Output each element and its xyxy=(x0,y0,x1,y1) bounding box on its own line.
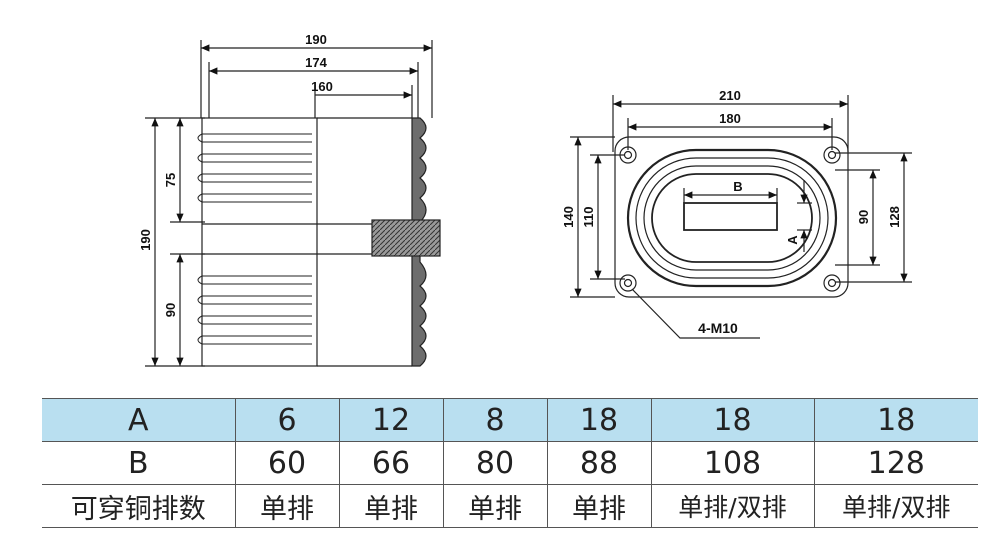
technical-drawing: 190 174 160 190 75 90 xyxy=(138,32,912,367)
table-cell: 18 xyxy=(813,398,978,442)
side-view xyxy=(145,40,441,367)
table-cell: 60 xyxy=(234,441,339,485)
spec-table: A 6 12 8 18 18 18 B 60 66 80 88 108 128 … xyxy=(42,398,978,528)
table-cell: 单排/双排 xyxy=(650,484,814,528)
table-cell: 128 xyxy=(813,441,978,485)
table-cell: 单排 xyxy=(338,484,443,528)
row-header-b: B xyxy=(42,441,235,485)
row-header-busbar-count: 可穿铜排数 xyxy=(42,484,235,528)
table-cell: 88 xyxy=(546,441,651,485)
table-cell: 单排/双排 xyxy=(813,484,978,528)
dim-side-height-190: 190 xyxy=(138,229,153,251)
dim-front-180: 180 xyxy=(719,111,741,126)
dim-side-75: 75 xyxy=(163,173,178,187)
dim-front-110: 110 xyxy=(581,207,596,228)
table-row: A 6 12 8 18 18 18 xyxy=(42,398,978,442)
table-cell: 80 xyxy=(442,441,547,485)
dim-front-210: 210 xyxy=(719,88,741,103)
table-row: B 60 66 80 88 108 128 xyxy=(42,441,978,485)
dim-side-160: 160 xyxy=(311,79,333,94)
dim-side-190: 190 xyxy=(305,32,327,47)
dim-side-90: 90 xyxy=(163,303,178,317)
dim-front-128: 128 xyxy=(887,206,902,228)
label-b: B xyxy=(733,179,742,194)
table-cell: 单排 xyxy=(546,484,651,528)
table-cell: 12 xyxy=(338,398,443,442)
table-cell: 8 xyxy=(442,398,547,442)
front-view xyxy=(570,95,912,339)
table-cell: 6 xyxy=(234,398,339,442)
table-cell: 66 xyxy=(338,441,443,485)
table-cell: 108 xyxy=(650,441,814,485)
table-cell: 18 xyxy=(546,398,651,442)
row-header-a: A xyxy=(42,398,235,442)
table-row: 可穿铜排数 单排 单排 单排 单排 单排/双排 单排/双排 xyxy=(42,484,978,528)
table-cell: 单排 xyxy=(442,484,547,528)
dim-side-174: 174 xyxy=(305,55,327,70)
dim-front-140: 140 xyxy=(561,206,576,228)
label-a: A xyxy=(785,235,800,245)
table-cell: 18 xyxy=(650,398,814,442)
dim-front-90: 90 xyxy=(856,210,871,224)
bolt-callout: 4-M10 xyxy=(698,320,738,336)
table-cell: 单排 xyxy=(234,484,339,528)
